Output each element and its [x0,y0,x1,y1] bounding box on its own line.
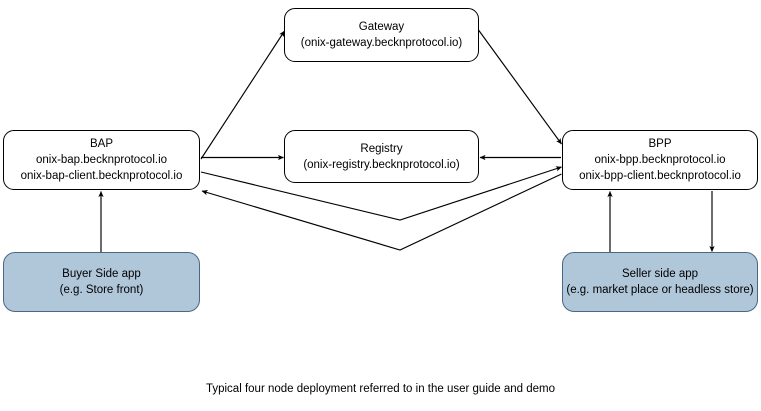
node-gateway[interactable]: Gateway (onix-gateway.becknprotocol.io) [284,8,479,62]
node-bpp-line-1: BPP [648,138,672,150]
node-registry-line-2: (onix-registry.becknprotocol.io) [303,158,460,171]
node-gateway-line-2: (onix-gateway.becknprotocol.io) [300,37,463,49]
node-gateway-line-1: Gateway [358,21,405,33]
node-bap-line-3: onix-bap-client.becknprotocol.io [20,170,183,182]
node-bpp-line-3: onix-bpp-client.becknprotocol.io [579,170,741,182]
node-seller-app-line-2: (e.g. market place or headless store) [566,284,754,296]
node-seller-app-line-1: Seller side app [621,268,699,280]
diagram-caption: Typical four node deployment referred to… [205,383,556,395]
node-buyer-app[interactable]: Buyer Side app (e.g. Store front) [3,252,200,312]
edge-gateway-to-bpp [478,29,562,145]
node-buyer-app-line-2: (e.g. Store front) [59,284,144,296]
node-registry-line-1: Registry [360,142,403,155]
node-buyer-app-line-1: Buyer Side app [62,268,141,280]
node-bap[interactable]: BAP onix-bap.becknprotocol.io onix-bap-c… [3,130,200,190]
edge-bpp-to-bap [201,173,562,251]
node-bpp[interactable]: BPP onix-bpp.becknprotocol.io onix-bpp-c… [562,130,758,190]
node-bap-line-2: onix-bap.becknprotocol.io [35,154,168,166]
edge-bap-to-gateway [200,30,285,160]
node-registry[interactable]: Registry (onix-registry.becknprotocol.io… [284,130,479,183]
node-bpp-line-2: onix-bpp.becknprotocol.io [594,154,726,166]
node-bap-line-1: BAP [89,138,113,150]
node-seller-app[interactable]: Seller side app (e.g. market place or he… [562,252,758,312]
